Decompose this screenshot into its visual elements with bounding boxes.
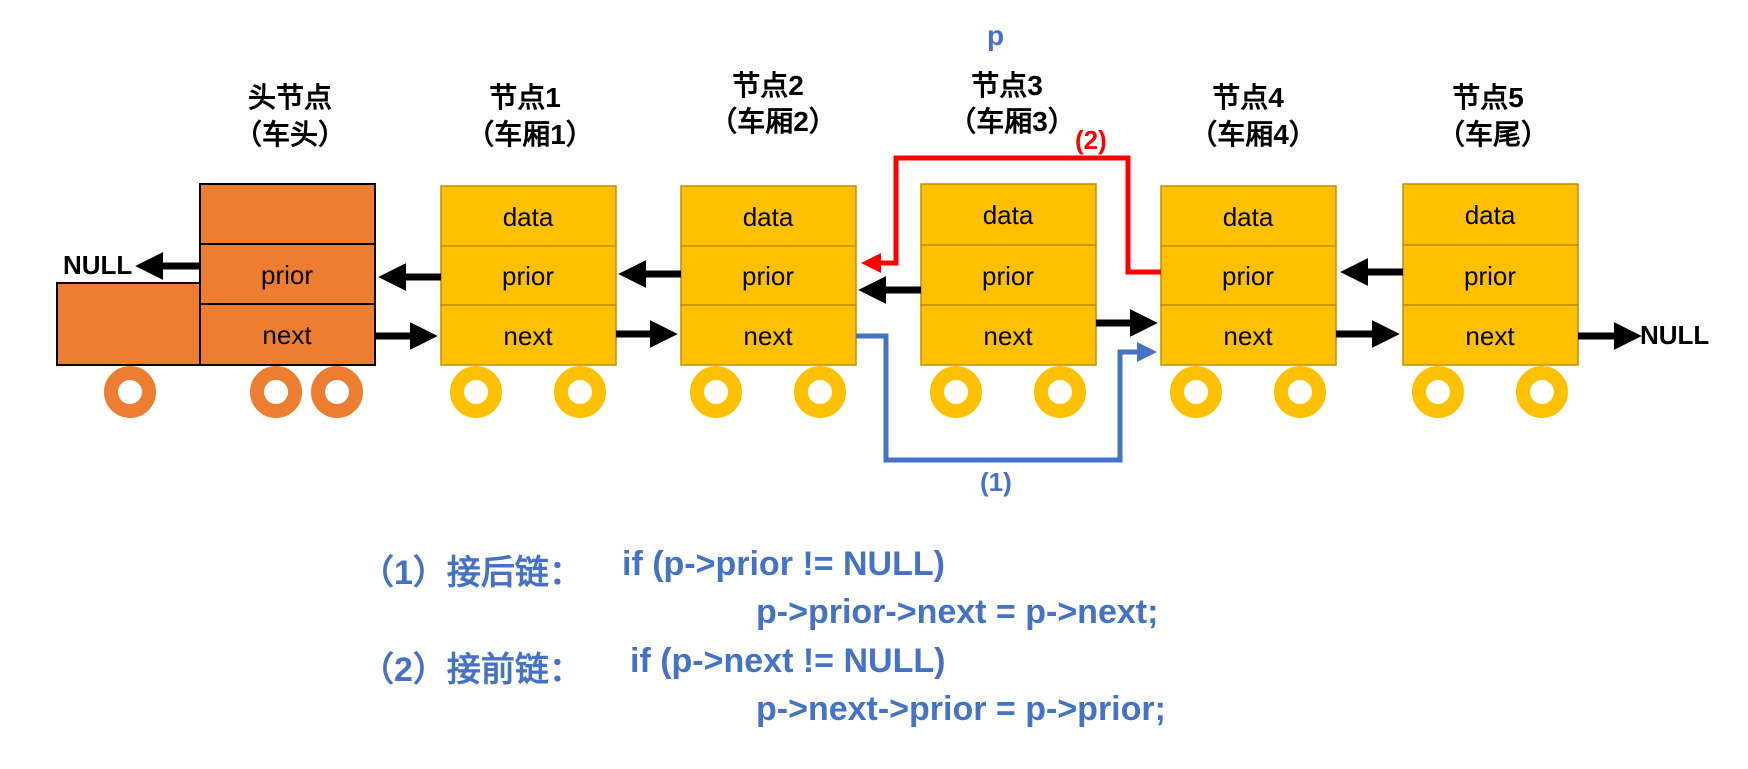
- node-1-next-label: next: [503, 321, 553, 351]
- step-2-label: (2): [1075, 125, 1107, 155]
- node-5-prior-cell: [1402, 244, 1579, 306]
- node-1-title: 节点1: [489, 82, 561, 113]
- node-5-data-label: data: [1465, 200, 1516, 230]
- node-1-subtitle: （车厢1）: [466, 119, 594, 150]
- node-5-next-label: next: [1465, 321, 1515, 351]
- node-5-prior-label: prior: [1464, 261, 1516, 291]
- node-3-next-label: next: [983, 321, 1033, 351]
- node-4-title: 节点4: [1212, 82, 1284, 113]
- wheel: [794, 366, 846, 418]
- code-line-3-prefix: （2）接前链：: [360, 651, 583, 689]
- wheel: [1034, 366, 1086, 418]
- head-top-cell: [199, 183, 376, 245]
- node-3-next-cell: [920, 304, 1097, 366]
- step-1-label: (1): [980, 467, 1012, 497]
- code-line-1-prefix: （1）接后链：: [360, 554, 583, 592]
- node-4-subtitle: （车厢4）: [1189, 119, 1317, 150]
- node-3: data prior next: [920, 183, 1097, 418]
- node-4: data prior next: [1160, 185, 1337, 418]
- node-2-prior-label: prior: [742, 261, 794, 291]
- node-4-data-label: data: [1223, 202, 1274, 232]
- wheel: [554, 366, 606, 418]
- code-line-4: p->next->prior = p->prior;: [756, 690, 1166, 728]
- relink-next-connector: [856, 333, 1158, 463]
- node-5: data prior next: [1402, 183, 1579, 418]
- node-2-data-label: data: [743, 202, 794, 232]
- node-3-title: 节点3: [971, 70, 1043, 101]
- head-node: prior next: [56, 183, 376, 418]
- code-line-1: if (p->prior != NULL): [622, 545, 945, 583]
- null-right-label: NULL: [1640, 320, 1710, 350]
- node-1: data prior next: [440, 185, 617, 418]
- node-3-prior-cell: [920, 244, 1097, 306]
- node-4-prior-cell: [1160, 245, 1337, 306]
- node-5-data-cell: [1402, 183, 1579, 246]
- node-2-prior-cell: [680, 245, 857, 306]
- node-2: data prior next: [680, 185, 857, 418]
- node-4-next-label: next: [1223, 321, 1273, 351]
- node-3-subtitle: （车厢3）: [948, 106, 1076, 137]
- node-5-subtitle: （车尾）: [1436, 119, 1549, 150]
- node-5-title: 节点5: [1452, 82, 1524, 113]
- null-left-label: NULL: [63, 250, 133, 280]
- head-node-title: 头节点: [247, 82, 332, 113]
- node-2-title: 节点2: [732, 70, 804, 101]
- wheel: [1516, 366, 1568, 418]
- node-4-prior-label: prior: [1222, 261, 1274, 291]
- wheel: [250, 366, 302, 418]
- node-3-data-cell: [920, 183, 1097, 246]
- node-1-data-cell: [440, 185, 617, 247]
- wheel: [930, 366, 982, 418]
- code-line-3: if (p->next != NULL): [630, 642, 946, 680]
- head-next-label: next: [262, 320, 312, 350]
- node-1-next-cell: [440, 304, 617, 366]
- wheel: [1170, 366, 1222, 418]
- code-line-2: p->prior->next = p->next;: [756, 593, 1159, 631]
- head-prior-label: prior: [261, 260, 313, 290]
- wheel: [1274, 366, 1326, 418]
- node-3-prior-label: prior: [982, 261, 1034, 291]
- node-5-next-cell: [1402, 304, 1579, 366]
- wheel: [690, 366, 742, 418]
- node-2-next-label: next: [743, 321, 793, 351]
- node-1-prior-label: prior: [502, 261, 554, 291]
- wheel: [311, 366, 363, 418]
- pointer-label: p: [987, 20, 1005, 51]
- wheel: [450, 366, 502, 418]
- node-1-data-label: data: [503, 202, 554, 232]
- wheel: [1412, 366, 1464, 418]
- node-2-subtitle: （车厢2）: [709, 106, 837, 137]
- node-4-data-cell: [1160, 185, 1337, 247]
- node-3-data-label: data: [983, 200, 1034, 230]
- head-cab: [56, 282, 203, 366]
- head-node-subtitle: （车头）: [233, 119, 346, 150]
- relink-prior-connector: [860, 155, 1161, 275]
- wheel: [104, 366, 156, 418]
